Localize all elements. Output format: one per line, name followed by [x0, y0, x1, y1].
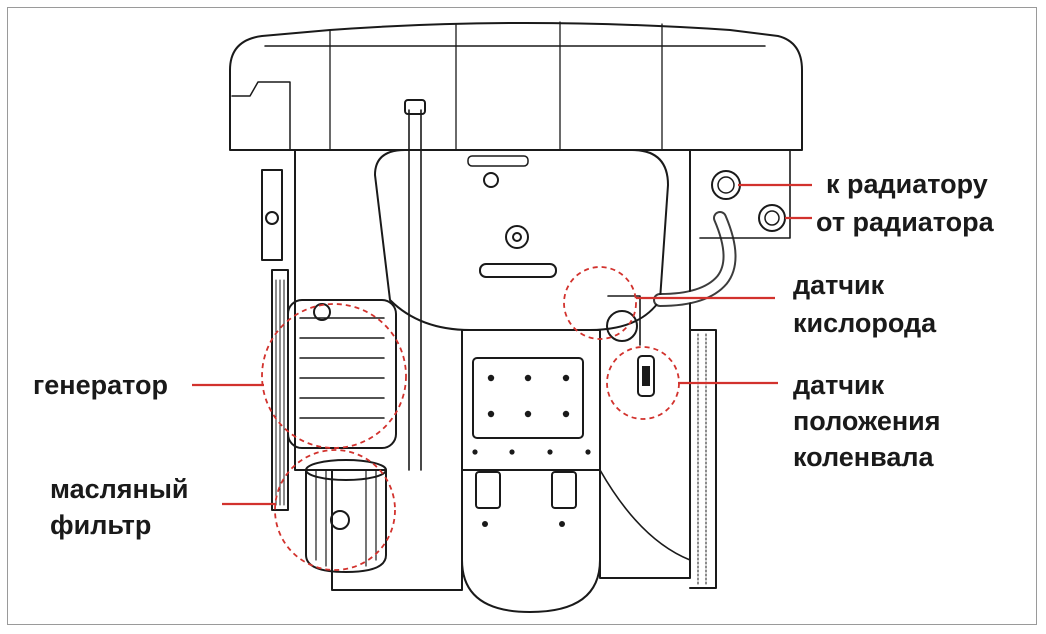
label-crank-sensor-line1: датчик: [793, 370, 885, 400]
dipstick-tube: [408, 109, 422, 471]
dipstick-handle: [404, 99, 426, 115]
oil-filter-highlight: [274, 449, 396, 571]
label-generator: генератор: [33, 370, 168, 400]
crank-pulley: [271, 269, 289, 511]
oxygen-sensor-highlight: [563, 266, 637, 340]
cover-bolt: [505, 225, 529, 249]
label-crank-sensor-line3: коленвала: [793, 442, 934, 472]
label-to-radiator: к радиатору: [826, 169, 988, 199]
engine-block: [294, 149, 691, 591]
generator-highlight: [261, 303, 407, 449]
valve-cover: [229, 22, 803, 151]
oil-pan: [461, 329, 601, 613]
oil-filter-body: [305, 459, 387, 573]
cover-plate: [479, 263, 557, 278]
label-crank-sensor-line2: положения: [793, 406, 941, 436]
radiator-inlet-pipe: [758, 204, 786, 232]
belt-tensioner: [261, 169, 283, 261]
image-frame: [7, 7, 1037, 625]
label-oxygen-sensor-line1: датчик: [793, 270, 885, 300]
pan-plate: [472, 357, 584, 439]
timing-cover: [374, 149, 669, 331]
label-oxygen-sensor-line2: кислорода: [793, 308, 937, 338]
crank-sensor-body: [637, 355, 655, 397]
generator-body: [287, 299, 397, 449]
cover-bolt-top: [483, 172, 499, 188]
radiator-outlet-pipe: [711, 170, 741, 200]
oxygen-sensor-body: [606, 310, 638, 342]
label-oil-filter-line2: фильтр: [50, 510, 152, 540]
flywheel: [689, 329, 717, 589]
label-from-radiator: от радиатора: [816, 207, 994, 237]
label-oil-filter-line1: масляный: [50, 474, 189, 504]
